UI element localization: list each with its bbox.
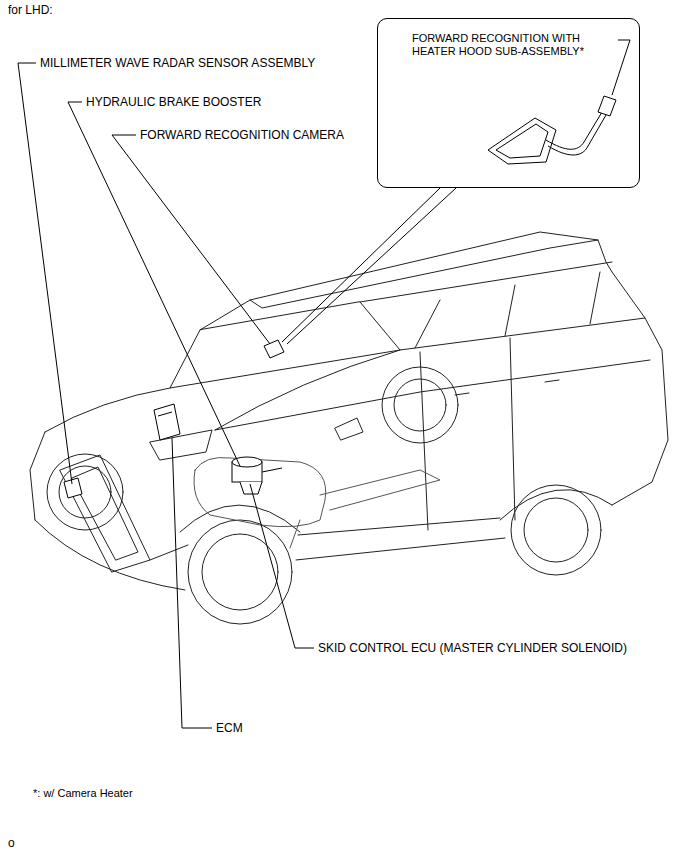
- part-label: FORWARD RECOGNITION CAMERA: [140, 128, 344, 142]
- vehicle-body: [30, 232, 668, 624]
- part-label: ECM: [216, 721, 243, 735]
- part-label: for LHD:: [8, 3, 53, 17]
- leader-lines: [18, 63, 456, 728]
- component-symbols: [64, 340, 284, 498]
- part-label: o: [8, 836, 15, 850]
- ecm-symbol: [154, 404, 180, 440]
- part-label: MILLIMETER WAVE RADAR SENSOR ASSEMBLY: [40, 56, 315, 70]
- camera-symbol: [264, 340, 284, 358]
- part-label: *: w/ Camera Heater: [33, 786, 133, 800]
- part-label: HYDRAULIC BRAKE BOOSTER: [86, 95, 261, 109]
- radar-symbol: [64, 478, 82, 498]
- callout-text: FORWARD RECOGNITION WITH HEATER HOOD SUB…: [412, 32, 602, 58]
- callout-box: FORWARD RECOGNITION WITH HEATER HOOD SUB…: [377, 18, 640, 188]
- part-label: SKID CONTROL ECU (MASTER CYLINDER SOLENO…: [318, 641, 627, 655]
- heater-hood-illustration: [488, 40, 630, 164]
